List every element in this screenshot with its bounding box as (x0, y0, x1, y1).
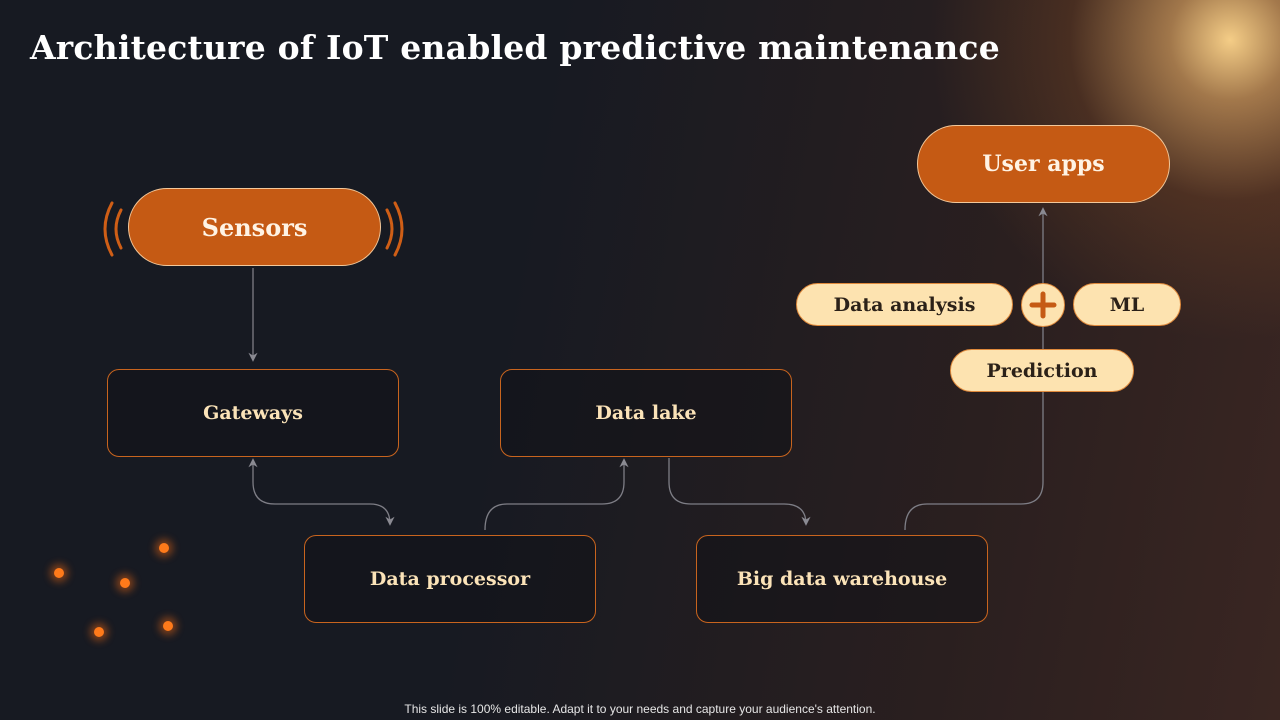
arrow-datalake-to-warehouse (668, 458, 811, 526)
slide-title: Architecture of IoT enabled predictive m… (30, 28, 1000, 67)
big-data-warehouse-label: Big data warehouse (736, 568, 948, 590)
data-analysis-chip: Data analysis (796, 283, 1013, 326)
prediction-label: Prediction (986, 359, 1098, 382)
footer-note: This slide is 100% editable. Adapt it to… (404, 702, 876, 716)
ml-label: ML (1109, 293, 1145, 316)
data-processor-node: Data processor (304, 535, 596, 623)
data-analysis-label: Data analysis (833, 293, 976, 316)
arrow-warehouse-to-userapps (904, 207, 1048, 531)
decorative-glow-dot (54, 568, 64, 578)
plus-icon (1021, 283, 1065, 327)
data-lake-label: Data lake (595, 402, 697, 424)
sensors-node: Sensors (128, 188, 381, 266)
user-apps-label: User apps (982, 151, 1105, 177)
data-lake-node: Data lake (500, 369, 792, 457)
sensors-label: Sensors (201, 212, 308, 242)
gateways-node: Gateways (107, 369, 399, 457)
ml-chip: ML (1073, 283, 1181, 326)
data-processor-label: Data processor (369, 568, 531, 590)
prediction-chip: Prediction (950, 349, 1134, 392)
signal-waves-icon (103, 201, 404, 257)
arrow-processor-to-datalake (484, 458, 629, 531)
big-data-warehouse-node: Big data warehouse (696, 535, 988, 623)
arrow-gateways-processor (248, 458, 395, 526)
gateways-label: Gateways (203, 402, 303, 424)
decorative-glow-dot (163, 621, 173, 631)
decorative-glow-dot (94, 627, 104, 637)
decorative-glow-dot (159, 543, 169, 553)
user-apps-node: User apps (917, 125, 1170, 203)
decorative-glow-dot (120, 578, 130, 588)
